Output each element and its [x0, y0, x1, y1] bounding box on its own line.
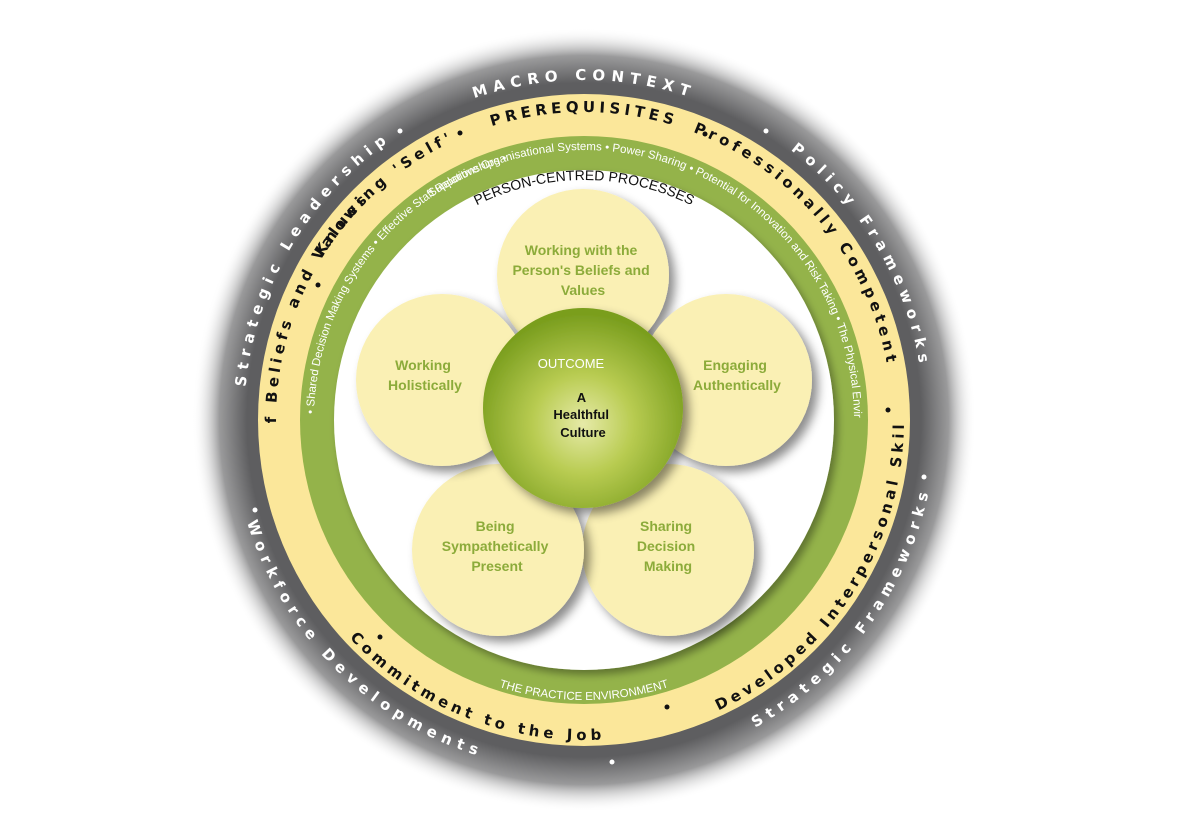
outcome-value: A Healthful Culture: [553, 390, 612, 440]
petal-label-sharing-decision-making: Sharing Decision Making: [637, 518, 699, 574]
outcome-circle: [483, 308, 683, 508]
prereq-separators: [315, 130, 891, 710]
outcome-label: OUTCOME: [538, 356, 605, 371]
petal-sharing-decision-making: [582, 464, 754, 636]
petal-label-engaging-authentically: Engaging Authentically: [693, 357, 781, 393]
petal-label-sympathetically-present: Being Sympathetically Present: [442, 518, 553, 574]
petal-label-working-holistically: Working Holistically: [388, 357, 462, 393]
petal-sympathetically-present: [412, 464, 584, 636]
macro-separators: [252, 128, 927, 765]
petal-engaging-authentically: [640, 294, 812, 466]
petal-label-beliefs-values: Working with the Person's Beliefs and Va…: [512, 242, 653, 298]
